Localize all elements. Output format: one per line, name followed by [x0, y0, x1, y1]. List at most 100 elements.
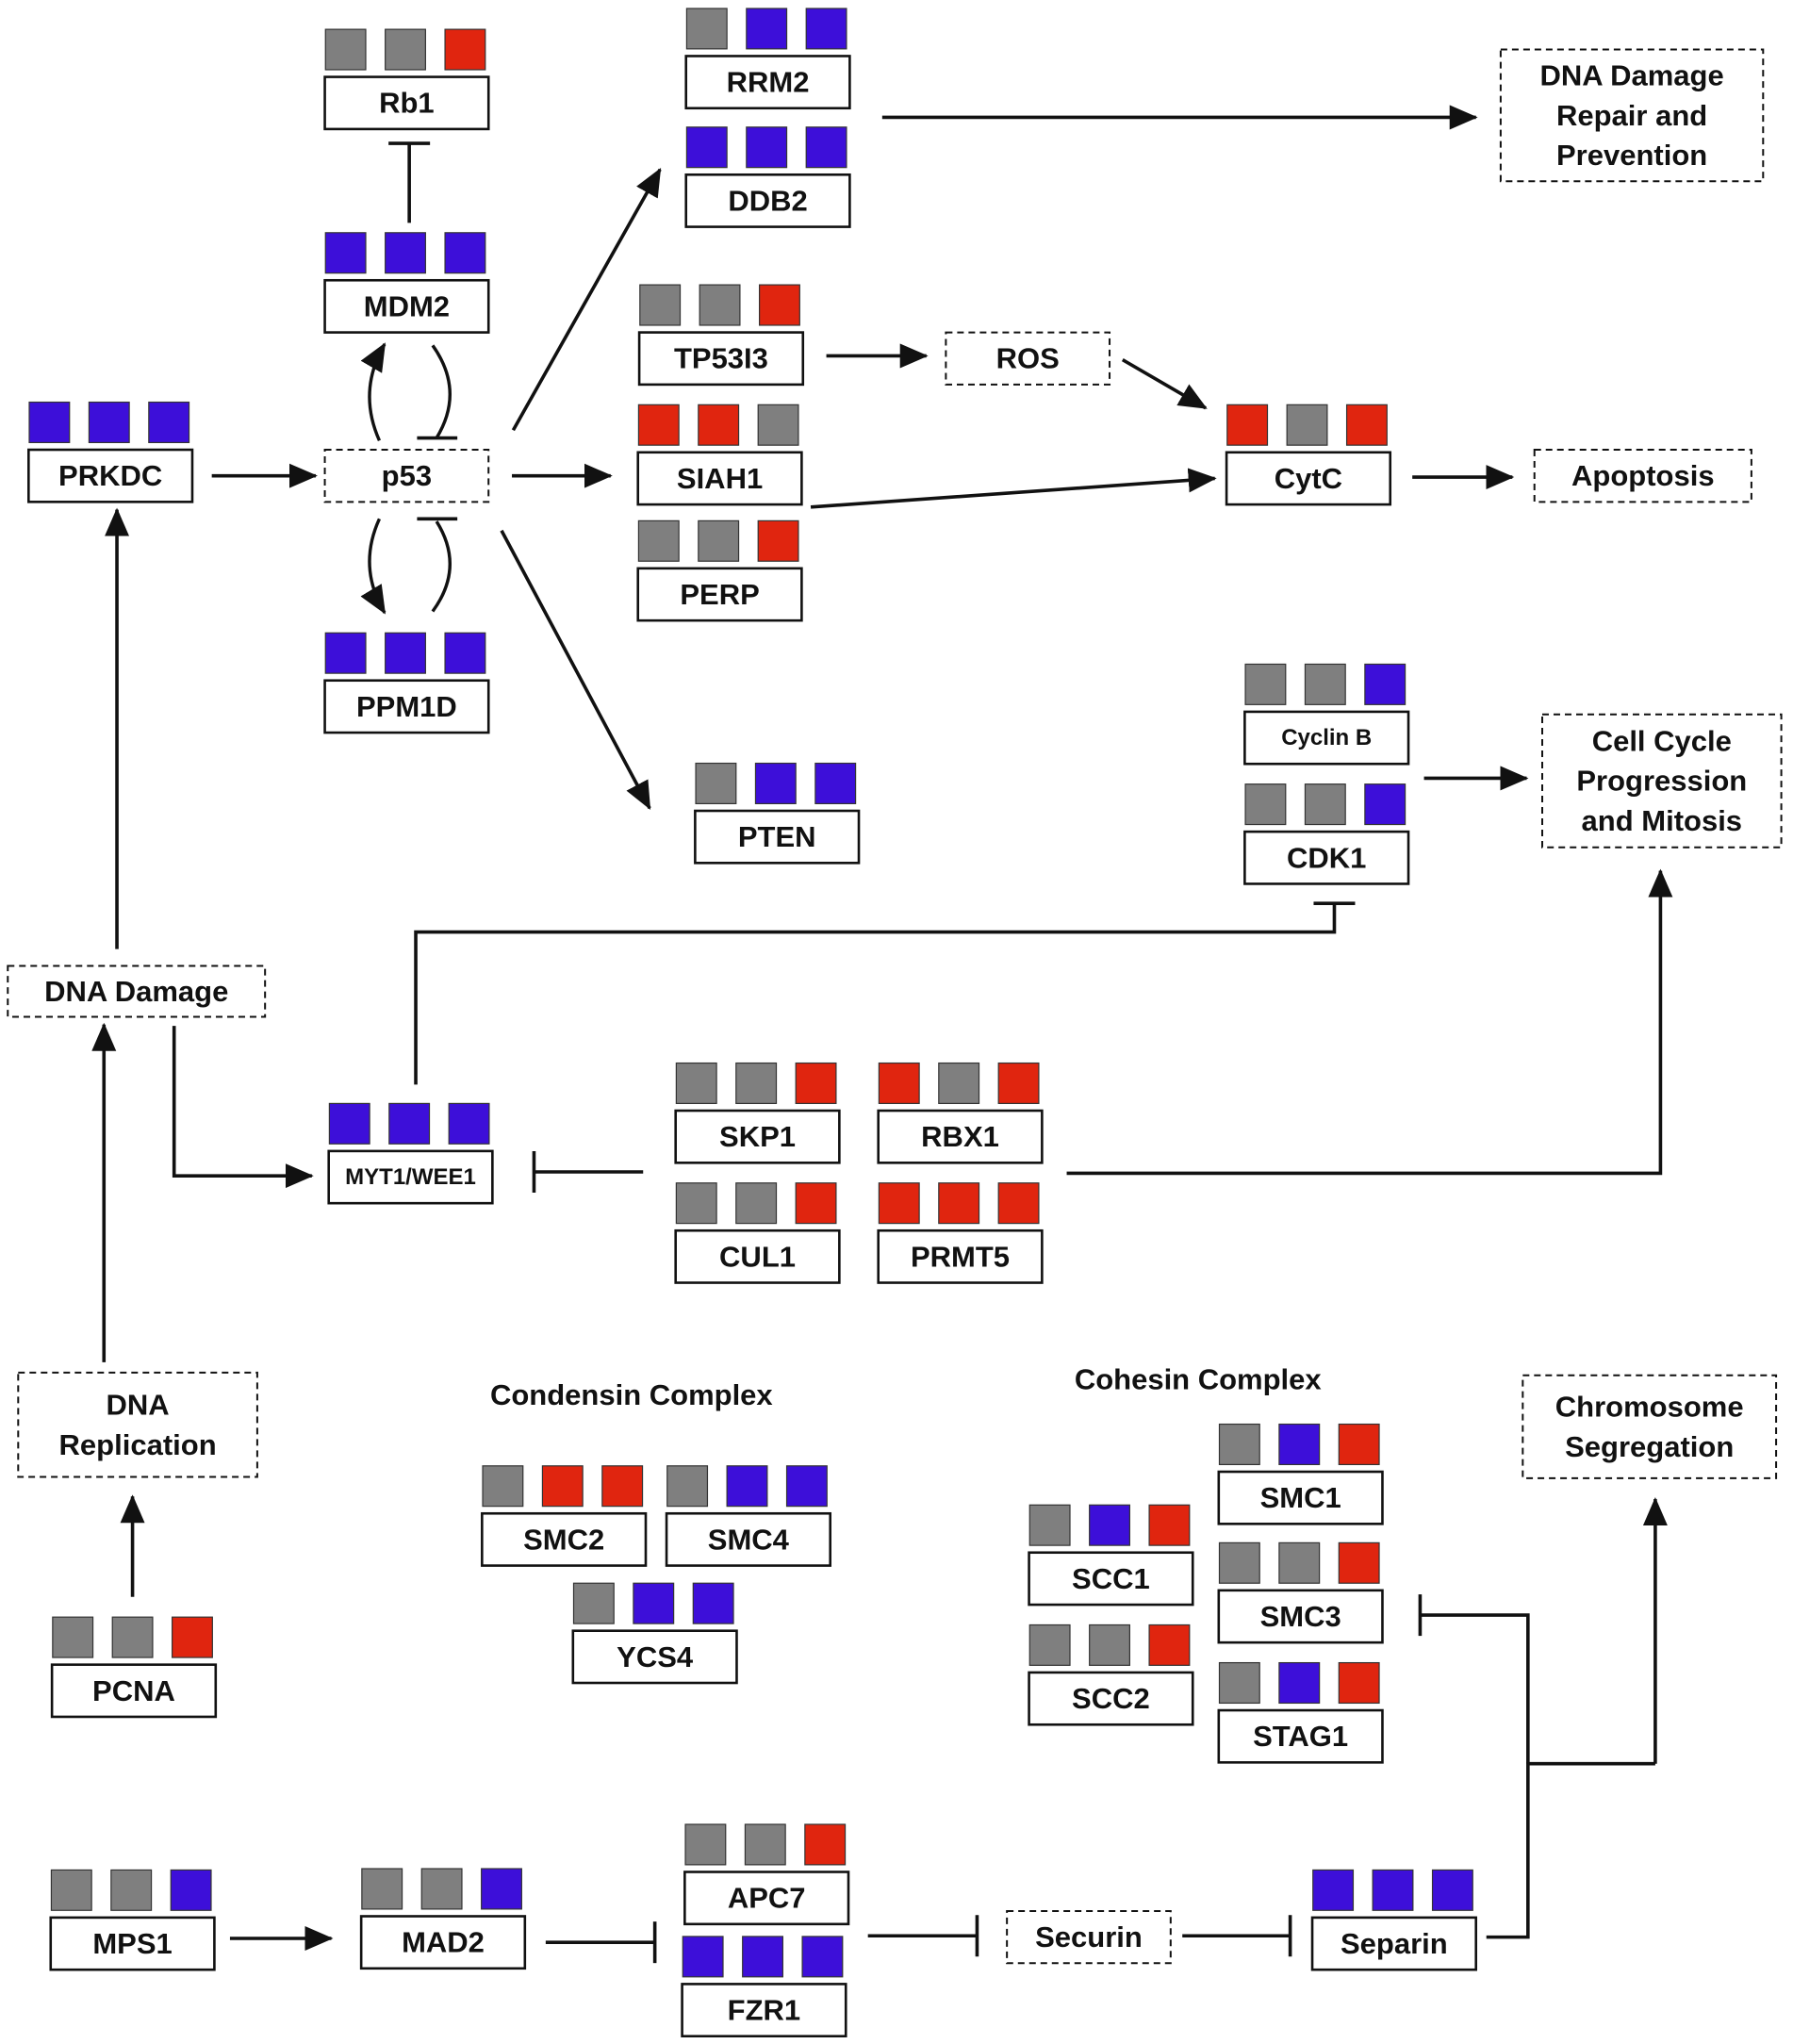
gene-node-cul1: CUL1 [674, 1182, 841, 1284]
expression-tile-blue [324, 632, 367, 674]
gene-label: CUL1 [719, 1240, 796, 1273]
gene-label: SCC2 [1072, 1682, 1150, 1715]
expression-tile-red [878, 1062, 920, 1105]
gene-node-siah1: SIAH1 [636, 404, 803, 506]
expression-tile-gray [938, 1062, 980, 1105]
dashed-node-label: Chromosome [1555, 1391, 1744, 1424]
expression-tile-blue [444, 632, 486, 674]
expression-tile-blue [805, 126, 847, 169]
expression-tile-blue [685, 126, 728, 169]
dashed-node-label: Cell Cycle [1592, 725, 1732, 758]
expression-tile-blue [170, 1869, 212, 1911]
expression-tile-blue [448, 1102, 490, 1145]
gene-box [571, 1629, 738, 1685]
dashed-node-label: DNA [107, 1389, 170, 1422]
gene-node-rrm2: RRM2 [684, 8, 851, 110]
gene-node-apc7: APC7 [683, 1823, 850, 1926]
expression-tile-gray [744, 1823, 786, 1866]
dashed-node-p53: p53 [323, 449, 490, 503]
expression-tile-blue [633, 1582, 675, 1624]
gene-label: PCNA [92, 1674, 175, 1707]
expression-tile-gray [735, 1182, 778, 1225]
dashed-node-label: DNA Damage [1539, 59, 1723, 92]
expression-tile-blue [1278, 1661, 1321, 1705]
expression-tile-gray [735, 1062, 778, 1105]
expression-tile-red [757, 519, 799, 562]
gene-node-pcna: PCNA [50, 1616, 218, 1719]
gene-box [694, 809, 861, 865]
expression-tile-blue [746, 8, 788, 50]
expression-tile-gray [324, 28, 367, 71]
gene-box [877, 1109, 1044, 1164]
gene-label: SIAH1 [677, 462, 763, 495]
gene-box [1225, 451, 1392, 506]
expression-tile-blue [814, 762, 857, 805]
gene-label: DDB2 [728, 184, 807, 217]
gene-label: SMC1 [1260, 1481, 1341, 1514]
gene-node-ppm1d: PPM1D [323, 632, 490, 734]
expression-tile-gray [572, 1582, 615, 1624]
expression-tile-gray [698, 519, 740, 562]
edge-dna-damage-to-myt1 [172, 1026, 314, 1189]
complex-title-condensin: Condensin Complex [490, 1378, 773, 1411]
gene-box [683, 1871, 850, 1926]
expression-tile-gray [52, 1616, 94, 1658]
gene-node-separin: Separin [1310, 1869, 1478, 1971]
dashed-node-label: DNA Damage [44, 975, 228, 1008]
dashed-box [7, 964, 267, 1018]
gene-label: APC7 [728, 1882, 806, 1915]
gene-box [665, 1511, 832, 1567]
edge-p53-to-ppm1d [360, 518, 387, 615]
gene-node-cyclin-b: Cyclin B [1243, 663, 1410, 766]
gene-box [681, 1983, 847, 2038]
gene-box [50, 1663, 218, 1719]
dashed-box [945, 331, 1111, 386]
expression-tile-gray [699, 284, 741, 326]
expression-tile-blue [1364, 663, 1406, 705]
gene-box [674, 1228, 841, 1284]
expression-tile-blue [88, 401, 130, 444]
gene-node-smc3: SMC3 [1217, 1541, 1384, 1644]
gene-box [323, 278, 490, 334]
gene-label: PERP [680, 578, 759, 611]
expression-tile-red [938, 1182, 980, 1225]
gene-label: STAG1 [1253, 1720, 1348, 1753]
expression-tile-gray [1286, 404, 1328, 446]
expression-tile-gray [637, 519, 680, 562]
gene-box [1217, 1708, 1384, 1764]
gene-label: RRM2 [727, 66, 810, 99]
expression-tile-gray [685, 8, 728, 50]
gene-box [1028, 1671, 1194, 1726]
expression-tile-red [997, 1182, 1040, 1225]
expression-tile-red [1338, 1661, 1380, 1705]
expression-tile-red [637, 404, 680, 446]
gene-box [1310, 1916, 1478, 1971]
gene-label: MYT1/WEE1 [345, 1164, 476, 1190]
gene-label: SKP1 [719, 1120, 796, 1153]
gene-box [27, 448, 194, 503]
gene-node-scc2: SCC2 [1028, 1624, 1194, 1726]
expression-tile-blue [324, 232, 367, 274]
dashed-box [1006, 1909, 1172, 1965]
gene-label: Separin [1341, 1927, 1448, 1960]
expression-tile-gray [639, 284, 682, 326]
dashed-node-ros: ROS [945, 331, 1111, 386]
expression-tile-gray [695, 762, 737, 805]
expression-tile-gray [1089, 1624, 1130, 1666]
gene-label: MDM2 [364, 289, 450, 322]
gene-node-mad2: MAD2 [359, 1868, 527, 1970]
expression-tile-gray [420, 1868, 463, 1910]
gene-label: Rb1 [379, 87, 435, 120]
gene-label: RBX1 [921, 1120, 999, 1153]
dashed-node-label: ROS [996, 342, 1060, 375]
expression-tile-red [541, 1465, 584, 1508]
gene-node-myt1-wee1: MYT1/WEE1 [327, 1102, 494, 1205]
gene-box [1217, 1589, 1384, 1644]
dashed-node-label: Progression [1576, 765, 1747, 798]
expression-tile-red [795, 1062, 837, 1105]
expression-tile-blue [1312, 1869, 1355, 1911]
expression-tile-gray [1244, 663, 1287, 705]
gene-node-tp53i3: TP53I3 [637, 284, 805, 387]
